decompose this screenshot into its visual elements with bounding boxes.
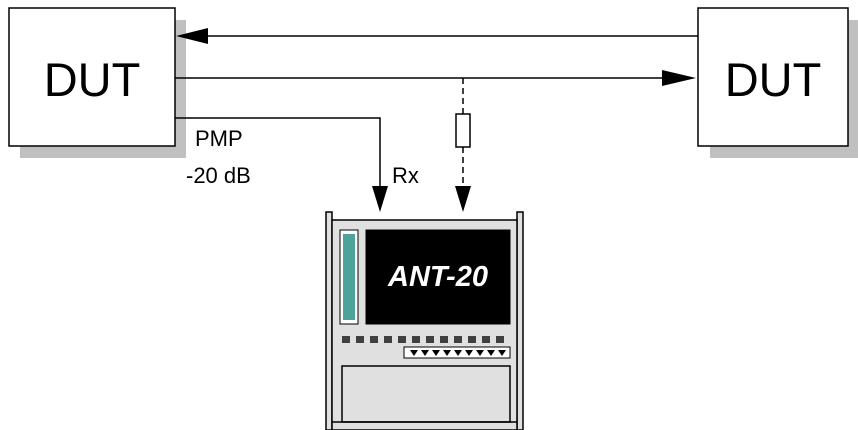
device-label: ANT-20 [387,261,488,293]
device-rail-right [517,212,523,430]
device-lower-panel [342,366,510,422]
arrow-down-icon [455,186,471,212]
pmp-attenuation-label: -20 dB [186,163,251,188]
device-connector-panel [404,347,510,358]
rx-label: Rx [392,163,419,188]
return-signal-line [176,28,698,44]
left-dut-label: DUT [44,53,141,106]
resistor-icon [456,114,470,147]
dashed-tap-connection [455,78,471,212]
forward-signal-line [175,70,696,86]
device-rail-left [326,212,332,430]
right-dut: DUT [698,8,858,158]
right-dut-label: DUT [725,53,822,106]
left-dut: DUT [9,8,186,158]
pmp-label: PMP [195,126,243,151]
arrow-down-icon [372,186,388,212]
ant20-device: ANT-20 [326,212,523,430]
arrow-right-icon [662,70,696,86]
